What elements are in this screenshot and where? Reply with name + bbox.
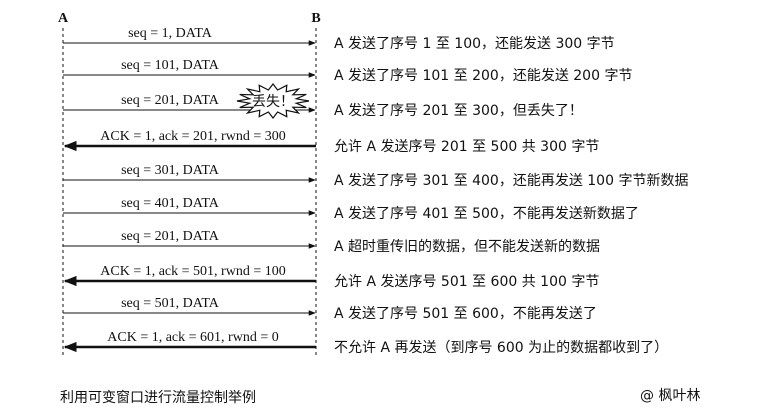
loss-burst-icon: [236, 83, 310, 119]
message-label: seq = 101, DATA: [121, 58, 220, 73]
message-row: seq = 201, DATA A 发送了序号 201 至 300，但丢失了！ 丢失…: [63, 83, 583, 119]
message-row: seq = 301, DATA A 发送了序号 301 至 400，还能再发送 1…: [63, 163, 688, 189]
message-row: seq = 1, DATA A 发送了序号 1 至 100，还能发送 300 字节: [63, 26, 615, 52]
message-note: A 发送了序号 1 至 100，还能发送 300 字节: [334, 36, 615, 52]
message-label: seq = 301, DATA: [121, 163, 220, 178]
message-list: seq = 1, DATA A 发送了序号 1 至 100，还能发送 300 字节…: [63, 26, 688, 356]
message-label: seq = 1, DATA: [128, 26, 213, 41]
host-a-label: A: [58, 11, 69, 26]
message-label: seq = 501, DATA: [121, 296, 220, 311]
message-note: A 发送了序号 201 至 300，但丢失了！: [334, 103, 583, 119]
message-label: ACK = 1, ack = 201, rwnd = 300: [100, 129, 285, 144]
message-note: 不允许 A 再发送（到序号 600 为止的数据都收到了）: [334, 340, 668, 356]
message-row: ACK = 1, ack = 501, rwnd = 100 允许 A 发送序号 …: [63, 264, 599, 290]
message-row: seq = 201, DATA A 超时重传旧的数据，但不能发送新的数据: [63, 229, 600, 255]
message-row: seq = 501, DATA A 发送了序号 501 至 600，不能再发送了: [63, 296, 597, 322]
message-row: ACK = 1, ack = 201, rwnd = 300 允许 A 发送序号 …: [63, 129, 599, 155]
message-label: ACK = 1, ack = 501, rwnd = 100: [100, 264, 285, 279]
watermark: @ 枫叶林: [640, 388, 700, 404]
message-note: 允许 A 发送序号 501 至 600 共 100 字节: [334, 274, 599, 290]
message-note: A 发送了序号 101 至 200，还能发送 200 字节: [334, 68, 632, 84]
message-row: seq = 401, DATA A 发送了序号 401 至 500，不能再发送新数…: [63, 196, 639, 222]
loss-label: 丢失！: [252, 94, 294, 110]
message-row: seq = 101, DATA A 发送了序号 101 至 200，还能发送 20…: [63, 58, 632, 84]
message-note: A 发送了序号 401 至 500，不能再发送新数据了: [334, 206, 639, 222]
message-label: seq = 201, DATA: [121, 93, 220, 108]
figure-caption: 利用可变窗口进行流量控制举例: [60, 389, 256, 406]
host-b-label: B: [311, 11, 320, 26]
message-note: A 发送了序号 501 至 600，不能再发送了: [334, 306, 597, 322]
message-label: ACK = 1, ack = 601, rwnd = 0: [107, 330, 278, 345]
message-note: A 发送了序号 301 至 400，还能再发送 100 字节新数据: [334, 173, 688, 189]
message-row: ACK = 1, ack = 601, rwnd = 0 不允许 A 再发送（到序…: [63, 330, 668, 356]
message-label: seq = 201, DATA: [121, 229, 220, 244]
message-note: A 超时重传旧的数据，但不能发送新的数据: [334, 239, 600, 255]
message-label: seq = 401, DATA: [121, 196, 220, 211]
message-note: 允许 A 发送序号 201 至 500 共 300 字节: [334, 139, 599, 155]
